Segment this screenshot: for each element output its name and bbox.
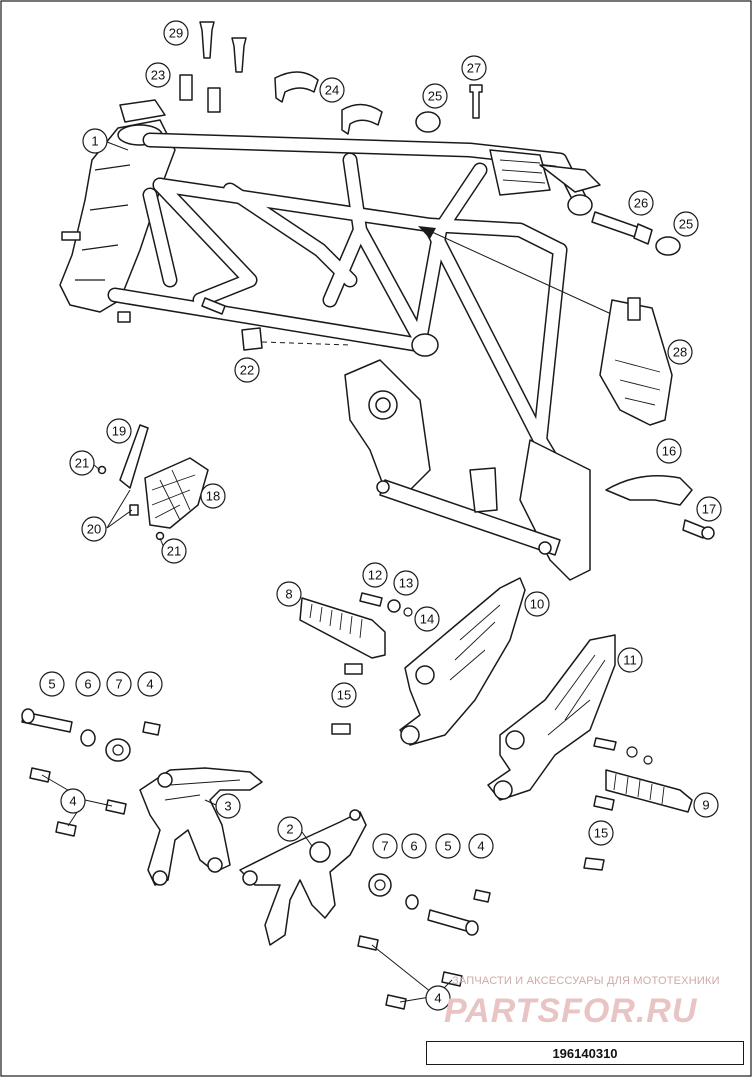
- callout-15: 15: [331, 682, 357, 708]
- assembly-arrow: [418, 226, 621, 319]
- callout-6: 6: [401, 833, 427, 859]
- svg-text:3: 3: [224, 799, 231, 814]
- svg-text:15: 15: [594, 826, 608, 841]
- svg-text:4: 4: [434, 991, 441, 1006]
- callout-21: 21: [161, 538, 187, 564]
- svg-text:26: 26: [634, 196, 648, 211]
- svg-text:4: 4: [477, 839, 484, 854]
- callout-20: 20: [81, 516, 107, 542]
- callout-15: 15: [588, 820, 614, 846]
- svg-text:1: 1: [91, 134, 98, 149]
- svg-text:24: 24: [325, 83, 339, 98]
- svg-text:15: 15: [337, 688, 351, 703]
- watermark-subtitle: ЗАПЧАСТИ И АКСЕССУАРЫ ДЛЯ МОТОТЕХНИКИ: [452, 975, 720, 987]
- svg-text:2: 2: [286, 822, 293, 837]
- svg-text:4: 4: [69, 794, 76, 809]
- svg-text:13: 13: [399, 576, 413, 591]
- svg-text:23: 23: [151, 68, 165, 83]
- callout-1: 1: [82, 128, 108, 154]
- drawing-code-box: 196140310: [426, 1041, 744, 1065]
- callout-19: 19: [106, 418, 132, 444]
- callout-7: 7: [372, 833, 398, 859]
- callout-26: 26: [628, 190, 654, 216]
- svg-text:17: 17: [702, 502, 716, 517]
- callout-28: 28: [667, 339, 693, 365]
- chain-guard-assembly: [97, 424, 209, 541]
- callout-14: 14: [414, 606, 440, 632]
- callout-22: 22: [234, 357, 260, 383]
- callout-10: 10: [524, 591, 550, 617]
- svg-text:12: 12: [368, 568, 382, 583]
- svg-text:21: 21: [75, 456, 89, 471]
- main-frame: [59, 99, 601, 581]
- callout-3: 3: [215, 793, 241, 819]
- callout-6: 6: [75, 671, 101, 697]
- upper-hardware: [179, 21, 715, 540]
- svg-text:8: 8: [285, 587, 292, 602]
- svg-text:5: 5: [48, 677, 55, 692]
- callout-17: 17: [696, 496, 722, 522]
- callout-21: 21: [69, 450, 95, 476]
- drawing-code: 196140310: [552, 1045, 618, 1061]
- callout-7: 7: [106, 671, 132, 697]
- callout-2: 2: [277, 816, 303, 842]
- callout-29: 29: [163, 20, 189, 46]
- callout-24: 24: [319, 77, 345, 103]
- leader-lines: [41, 141, 453, 1003]
- svg-text:6: 6: [84, 677, 91, 692]
- svg-text:28: 28: [673, 345, 687, 360]
- svg-text:4: 4: [146, 677, 153, 692]
- svg-text:11: 11: [623, 653, 637, 668]
- watermark-logo: PARTSFOR.RU: [444, 992, 698, 1030]
- svg-text:18: 18: [206, 489, 220, 504]
- callout-4: 4: [468, 833, 494, 859]
- callout-11: 11: [617, 647, 643, 673]
- callout-5: 5: [435, 833, 461, 859]
- callout-23: 23: [145, 62, 171, 88]
- svg-text:22: 22: [240, 363, 254, 378]
- svg-text:16: 16: [662, 444, 676, 459]
- svg-text:5: 5: [444, 839, 451, 854]
- callout-18: 18: [200, 483, 226, 509]
- callout-12: 12: [362, 562, 388, 588]
- lower-hardware: [21, 708, 491, 1010]
- svg-text:29: 29: [169, 26, 183, 41]
- callout-25: 25: [673, 211, 699, 237]
- svg-text:6: 6: [410, 839, 417, 854]
- svg-text:7: 7: [115, 677, 122, 692]
- clip-dashed-line: [261, 341, 351, 346]
- callout-5: 5: [39, 671, 65, 697]
- footpeg-assembly: [299, 577, 693, 871]
- svg-text:25: 25: [679, 217, 693, 232]
- svg-text:14: 14: [420, 612, 434, 627]
- svg-text:25: 25: [428, 89, 442, 104]
- callout-27: 27: [461, 55, 487, 81]
- callout-9: 9: [693, 792, 719, 818]
- svg-text:21: 21: [167, 544, 181, 559]
- svg-text:9: 9: [702, 798, 709, 813]
- callout-16: 16: [656, 438, 682, 464]
- svg-text:7: 7: [381, 839, 388, 854]
- callout-4: 4: [60, 788, 86, 814]
- callout-13: 13: [393, 570, 419, 596]
- svg-text:20: 20: [87, 522, 101, 537]
- svg-text:19: 19: [112, 424, 126, 439]
- svg-text:10: 10: [530, 597, 544, 612]
- callout-4: 4: [425, 985, 451, 1011]
- callout-25: 25: [422, 83, 448, 109]
- svg-text:27: 27: [467, 61, 481, 76]
- callout-4: 4: [137, 671, 163, 697]
- callout-8: 8: [276, 581, 302, 607]
